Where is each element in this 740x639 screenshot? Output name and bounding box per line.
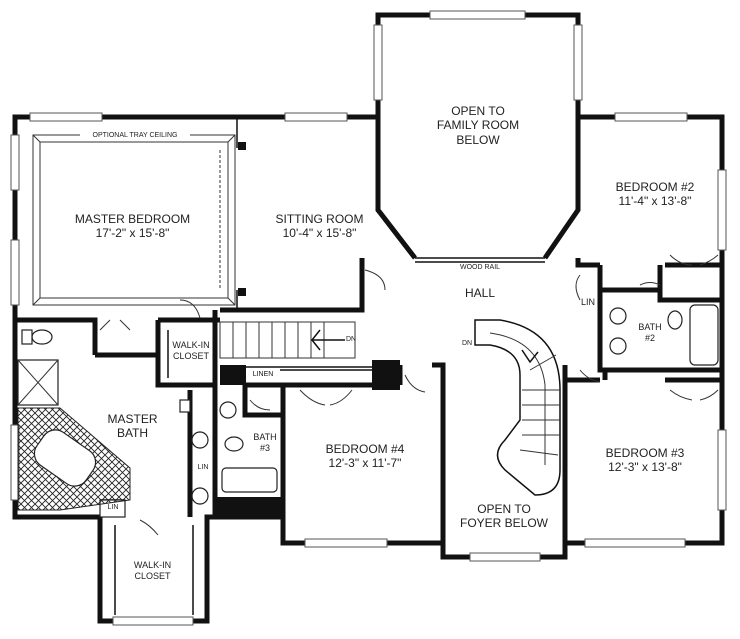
walkin-closet-upper-line1: WALK-IN bbox=[172, 340, 210, 350]
window-bed4-bottom bbox=[304, 538, 388, 548]
wood-rail-label: WOOD RAIL bbox=[459, 264, 501, 271]
bedroom2-label: BEDROOM #2 11'-4" x 13'-8" bbox=[595, 180, 715, 209]
linen-label: LINEN bbox=[248, 371, 278, 380]
window-master-left-1 bbox=[10, 134, 20, 191]
tray-ceiling-label: OPTIONAL TRAY CEILING bbox=[80, 132, 190, 141]
window-closet-bottom bbox=[112, 616, 194, 626]
fixtures bbox=[17, 304, 719, 511]
master-bath-label: MASTER BATH bbox=[100, 412, 165, 441]
window-family-right bbox=[573, 24, 583, 101]
walkin-closet-upper-line2: CLOSET bbox=[172, 350, 209, 361]
window-foyer-bottom bbox=[469, 552, 541, 562]
bath3-label: BATH #3 bbox=[250, 432, 280, 454]
interior-walls bbox=[15, 117, 722, 615]
walkin-closet-lower-line1: WALK-IN bbox=[133, 560, 172, 570]
foyer-open-line2: FOYER BELOW bbox=[459, 516, 548, 531]
bath3-line1: BATH bbox=[253, 432, 277, 442]
family-open-line1: OPEN TO bbox=[451, 104, 505, 118]
sitting-room-dims: 10'-4" x 15'-8" bbox=[282, 226, 357, 241]
master-bath-line1: MASTER bbox=[107, 412, 158, 426]
window-family-top bbox=[429, 10, 526, 20]
lin-lower-label: LIN bbox=[107, 504, 119, 511]
master-bedroom-label: MASTER BEDROOM 17'-2" x 15'-8" bbox=[60, 212, 205, 241]
foyer-open-label: OPEN TO FOYER BELOW bbox=[448, 502, 560, 531]
master-bedroom-name: MASTER BEDROOM bbox=[74, 212, 191, 226]
bath2-label: BATH #2 bbox=[630, 322, 670, 344]
walkin-closet-lower-label: WALK-IN CLOSET bbox=[125, 560, 180, 582]
bath2-line1: BATH bbox=[638, 322, 662, 332]
family-open-label: OPEN TO FAMILY ROOM BELOW bbox=[418, 104, 538, 147]
bedroom2-dims: 11'-4" x 13'-8" bbox=[618, 194, 692, 209]
window-bed3-bottom bbox=[584, 538, 686, 548]
bedroom2-name: BEDROOM #2 bbox=[615, 180, 695, 194]
window-bed3-right bbox=[717, 429, 727, 511]
master-bath-line2: BATH bbox=[116, 426, 149, 441]
bath3-line2: #3 bbox=[259, 442, 270, 453]
bedroom4-label: BEDROOM #4 12'-3" x 11'-7" bbox=[305, 442, 425, 471]
bath2-line2: #2 bbox=[644, 332, 655, 343]
bedroom4-dims: 12'-3" x 11'-7" bbox=[328, 456, 402, 471]
bedroom3-dims: 12'-3" x 13'-8" bbox=[608, 460, 682, 475]
sitting-room-name: SITTING ROOM bbox=[275, 212, 364, 226]
lin-upper-label: LIN bbox=[580, 297, 595, 307]
lin-bath3-label: LIN bbox=[197, 464, 209, 471]
walkin-closet-lower-line2: CLOSET bbox=[134, 570, 171, 581]
walkin-closet-upper-label: WALK-IN CLOSET bbox=[166, 340, 216, 362]
window-sitting-top bbox=[284, 112, 348, 122]
window-master-top-1 bbox=[29, 112, 103, 122]
dn-stair-left-label: DN bbox=[345, 336, 357, 343]
windows bbox=[10, 10, 727, 626]
window-bed2-right bbox=[717, 169, 727, 251]
hall-label: HALL bbox=[464, 286, 496, 300]
bedroom4-name: BEDROOM #4 bbox=[325, 442, 405, 456]
bedroom3-label: BEDROOM #3 12'-3" x 13'-8" bbox=[585, 446, 705, 475]
foyer-open-line1: OPEN TO bbox=[477, 502, 531, 516]
sitting-room-label: SITTING ROOM 10'-4" x 15'-8" bbox=[262, 212, 377, 241]
family-open-line3: BELOW bbox=[456, 132, 500, 147]
dn-stair-right-label: DN bbox=[461, 340, 473, 347]
window-family-left bbox=[373, 24, 383, 101]
window-master-left-2 bbox=[10, 239, 20, 306]
window-bed2-top bbox=[614, 112, 688, 122]
tray-ceiling bbox=[32, 134, 246, 306]
bedroom3-name: BEDROOM #3 bbox=[605, 446, 685, 460]
doors bbox=[99, 254, 719, 536]
master-bedroom-dims: 17'-2" x 15'-8" bbox=[95, 226, 170, 241]
stairs bbox=[219, 319, 561, 496]
family-open-line2: FAMILY ROOM bbox=[436, 118, 520, 133]
